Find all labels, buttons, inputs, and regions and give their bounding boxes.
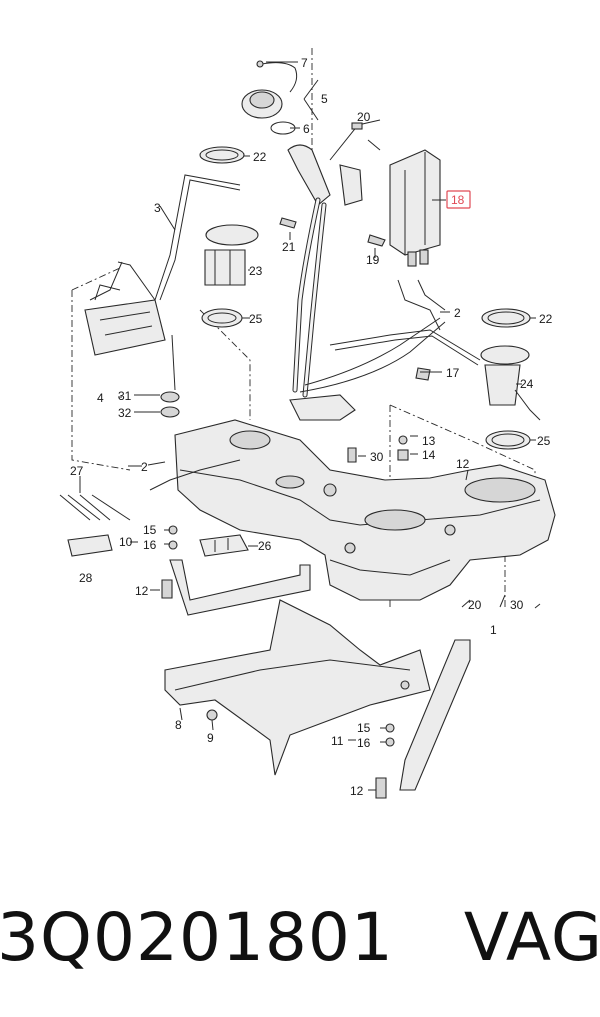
callout-21: 21 <box>282 240 296 254</box>
callout-28: 28 <box>79 571 93 585</box>
valve-parts <box>347 367 431 463</box>
callout-3: 3 <box>154 201 161 215</box>
filler-neck-pipe <box>287 144 363 398</box>
leader-lines <box>79 61 541 791</box>
callout-17: 17 <box>446 366 460 380</box>
connector-26 <box>199 534 249 557</box>
callout-13: 13 <box>422 434 436 448</box>
breather-connector <box>329 119 381 161</box>
callout-15a: 15 <box>143 523 157 537</box>
charcoal-canister <box>389 149 446 331</box>
callout-19: 19 <box>366 253 380 267</box>
callout-30b: 30 <box>510 598 524 612</box>
pump-control-unit <box>84 284 180 418</box>
brand-label: VAG <box>463 898 600 976</box>
callout-6: 6 <box>303 122 310 136</box>
callout-1: 1 <box>490 623 497 637</box>
callout-24: 24 <box>520 377 534 391</box>
callout-12a: 12 <box>456 457 470 471</box>
callout-11: 11 <box>331 734 344 748</box>
callout-18: 18 <box>451 193 465 207</box>
callout-27: 27 <box>70 464 84 478</box>
bolt-19 <box>367 234 386 247</box>
callout-10: 10 <box>119 535 133 549</box>
exploded-view: 7 5 6 20 22 3 18 21 19 23 2 22 25 17 24 … <box>59 48 556 799</box>
callout-14: 14 <box>422 448 436 462</box>
callout-25: 25 <box>249 312 263 326</box>
filler-cap-assembly <box>241 60 298 135</box>
right-fuel-pump <box>480 308 541 450</box>
callout-labels: 7 5 6 20 22 3 18 21 19 23 2 22 25 17 24 … <box>70 56 553 798</box>
highlight-box-18 <box>446 190 471 209</box>
callout-20: 20 <box>357 110 371 124</box>
parts-diagram: 7 5 6 20 22 3 18 21 19 23 2 22 25 17 24 … <box>59 48 556 799</box>
fuel-lines <box>89 174 481 491</box>
callout-8: 8 <box>175 718 182 732</box>
callout-22b: 22 <box>539 312 553 326</box>
left-fuel-pump <box>199 146 259 328</box>
callout-15b: 15 <box>357 721 371 735</box>
callout-2b: 2 <box>141 460 148 474</box>
callout-25b: 25 <box>537 434 551 448</box>
line-clips <box>59 494 131 557</box>
callout-5: 5 <box>321 92 328 106</box>
callout-12b: 12 <box>135 584 149 598</box>
heat-shield <box>164 599 431 776</box>
bracket-11 <box>375 639 471 799</box>
assembly-frame-left <box>71 48 313 471</box>
callout-32: 32 <box>118 406 132 420</box>
callout-9: 9 <box>207 731 214 745</box>
callout-16b: 16 <box>357 736 371 750</box>
part-number-caption: 3Q0201801 VAG <box>0 882 600 992</box>
bolt-21 <box>279 217 297 229</box>
callout-26: 26 <box>258 539 272 553</box>
callout-7: 7 <box>301 56 308 70</box>
callout-16a: 16 <box>143 538 157 552</box>
fuel-tank <box>174 394 556 601</box>
callout-12c: 12 <box>350 784 364 798</box>
callout-4: 4 <box>97 391 104 405</box>
callout-23: 23 <box>249 264 263 278</box>
callout-2a: 2 <box>454 306 461 320</box>
part-number: 3Q0201801 <box>0 898 394 976</box>
callout-30: 30 <box>370 450 384 464</box>
callout-22: 22 <box>253 150 267 164</box>
callout-20b: 20 <box>468 598 482 612</box>
callout-31: 31 <box>118 389 132 403</box>
bracket-10 <box>161 525 311 616</box>
